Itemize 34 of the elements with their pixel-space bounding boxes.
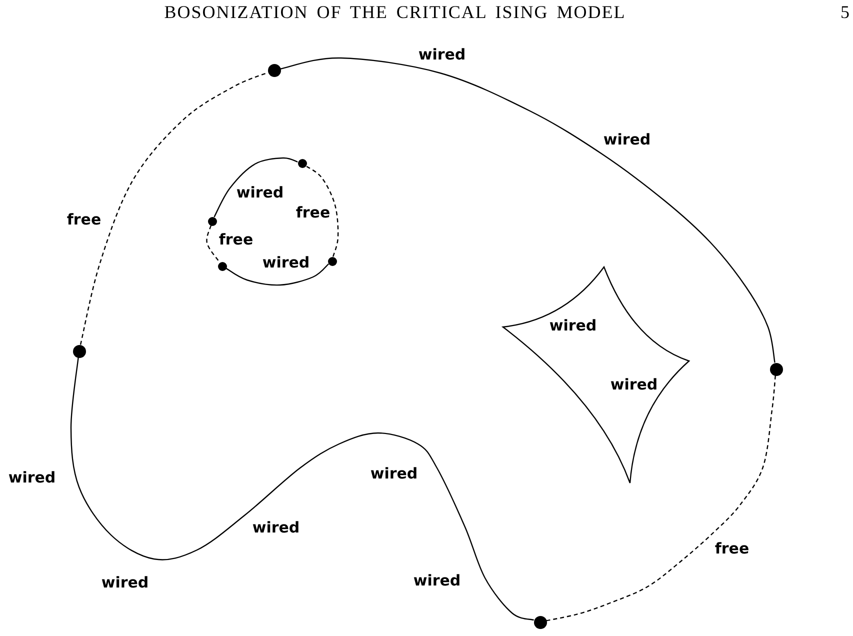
marked-point — [534, 616, 546, 628]
boundary-label: wired — [610, 378, 658, 392]
running-header: BOSONIZATION OF THE CRITICAL ISING MODEL — [164, 3, 626, 21]
boundary-label: free — [296, 206, 330, 220]
boundary-label: wired — [549, 318, 597, 334]
boundary-label: wired — [262, 256, 310, 270]
boundary-label: wired — [8, 470, 56, 486]
boundary-curve — [214, 157, 298, 218]
boundary-label: free — [218, 232, 254, 248]
dashed-boundary-curve — [206, 225, 220, 263]
dashed-boundary-curve — [305, 165, 339, 257]
boundary-label: wired — [418, 48, 466, 62]
boundary-label: wired — [413, 574, 461, 588]
dashed-boundary-curve — [80, 72, 268, 345]
marked-point — [268, 64, 280, 76]
boundary-curve — [280, 57, 776, 363]
boundary-label: wired — [252, 520, 300, 536]
marked-point — [328, 256, 336, 266]
marked-point — [208, 216, 216, 226]
page-number: 5 — [840, 3, 850, 21]
boundary-curve — [70, 357, 534, 621]
dashed-boundary-curve — [546, 375, 776, 622]
concave-quadrilateral — [501, 265, 691, 485]
marked-point — [72, 344, 86, 358]
boundary-label: wired — [236, 186, 284, 200]
boundary-label: free — [66, 212, 102, 228]
boundary-label: free — [714, 542, 750, 556]
marked-point — [218, 262, 226, 270]
marked-point — [770, 362, 782, 376]
boundary-label: wired — [101, 576, 149, 590]
marked-point — [298, 158, 306, 168]
boundary-label: wired — [603, 132, 651, 148]
boundary-curve — [226, 263, 330, 286]
boundary-label: wired — [370, 466, 418, 482]
